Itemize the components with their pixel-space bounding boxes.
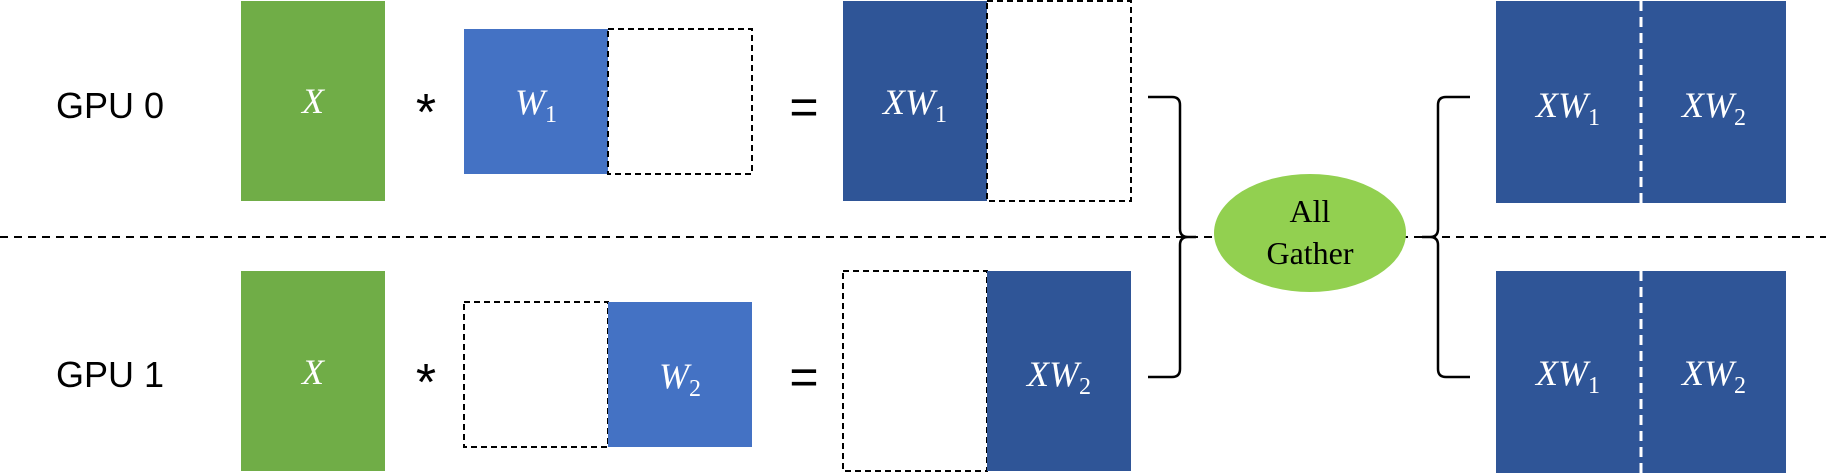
gpu1-w2-block (608, 302, 752, 447)
gpu1-label: GPU 1 (56, 354, 164, 395)
gpu1-w1-placeholder (463, 301, 609, 448)
gpu1-xw1-placeholder (842, 270, 988, 472)
gpu0-x-block (241, 1, 385, 201)
all-gather-label-line1: All (1290, 193, 1331, 229)
gpu1-w2-label: W2 (659, 356, 701, 402)
gpu1-xw2-label: XW2 (1025, 354, 1091, 400)
gpu0-w2-placeholder (607, 28, 753, 175)
gpu1-xw2-block (987, 271, 1131, 471)
gpu0-x-label: X (300, 81, 326, 121)
gpu0-label: GPU 0 (56, 85, 164, 126)
gpu0-xw2-placeholder (986, 0, 1132, 202)
gpu1-x-block (241, 271, 385, 471)
gpu1-result-xw1-label: XW1 (1534, 353, 1600, 399)
left-brace (1148, 95, 1196, 379)
right-brace (1422, 95, 1470, 379)
gpu0-multiply-sign: * (416, 84, 436, 142)
gpu0-result-xw2-label: XW2 (1680, 85, 1746, 131)
gpu0-equals-sign: = (789, 79, 818, 135)
all-gather-ellipse (1214, 174, 1406, 292)
gpu1-multiply-sign: * (416, 354, 436, 412)
gpu1-result-xw2-label: XW2 (1680, 353, 1746, 399)
gpu0-xw1-block (843, 1, 987, 201)
gpu0-xw1-label: XW1 (881, 82, 947, 128)
gpu0-w1-label: W1 (515, 82, 557, 128)
gpu0-result-xw1-label: XW1 (1534, 85, 1600, 131)
gpu1-equals-sign: = (789, 349, 818, 405)
all-gather-label-line2: Gather (1266, 235, 1353, 271)
gpu0-w1-block (464, 29, 608, 174)
gpu1-x-label: X (300, 352, 326, 392)
